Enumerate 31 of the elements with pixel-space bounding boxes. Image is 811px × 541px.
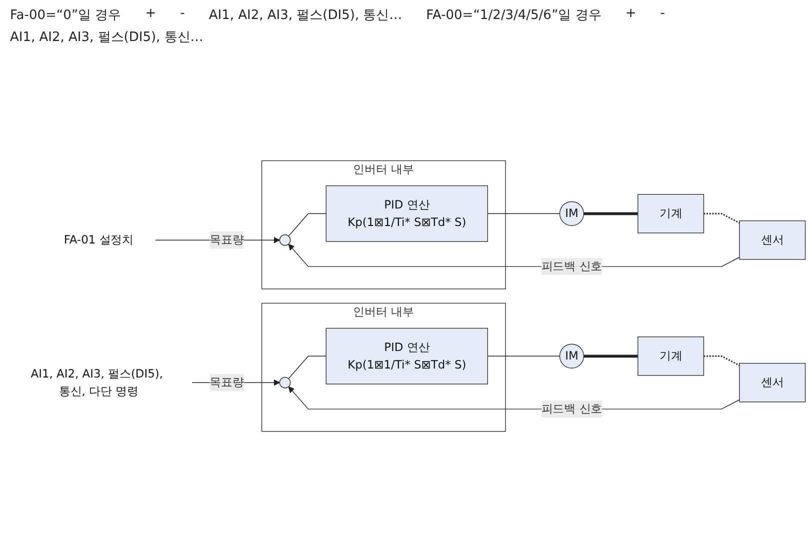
node-box: 센서 <box>739 220 806 260</box>
note-text: AI1, AI2, AI3, 펄스(DI5), 통신… <box>208 7 402 24</box>
node-circle: IM <box>559 344 584 369</box>
node-box: 센서 <box>739 363 806 403</box>
connector <box>487 356 560 357</box>
connector <box>584 212 638 216</box>
node-box: PID 연산 Kp(1⊠1/Ti* S⊠Td* S) <box>326 328 488 385</box>
edge-label: 목표량 <box>210 233 244 247</box>
node-box: 기계 <box>638 336 704 376</box>
node-circle <box>279 377 291 389</box>
edge-label: 피드백 신호 <box>541 260 602 274</box>
node-box: 기계 <box>638 194 704 234</box>
node-circle: IM <box>559 202 584 226</box>
edge-label: 피드백 신호 <box>541 402 602 416</box>
note-text: + <box>145 6 156 23</box>
node-circle <box>279 234 291 246</box>
note-text: FA-00=“1/2/3/4/5/6”일 경우 <box>426 7 602 24</box>
node-box: PID 연산 Kp(1⊠1/Ti* S⊠Td* S) <box>326 186 488 242</box>
connector <box>288 214 326 237</box>
edge-label: 목표량 <box>210 376 244 390</box>
note-text: - <box>180 6 185 23</box>
node-text: FA-01 설정치 <box>64 233 134 247</box>
connector <box>704 213 740 224</box>
connector <box>584 355 638 358</box>
note-text: - <box>660 6 665 23</box>
note-text: Fa-00=“0”일 경우 <box>10 7 122 24</box>
connector <box>288 356 326 380</box>
note-text: AI1, AI2, AI3, 펄스(DI5), 통신… <box>10 29 204 46</box>
node-text: AI1, AI2, AI3, 펄스(DI5), 통신, 다단 명령 <box>30 367 163 398</box>
connector <box>704 356 740 367</box>
note-text: + <box>625 6 636 23</box>
